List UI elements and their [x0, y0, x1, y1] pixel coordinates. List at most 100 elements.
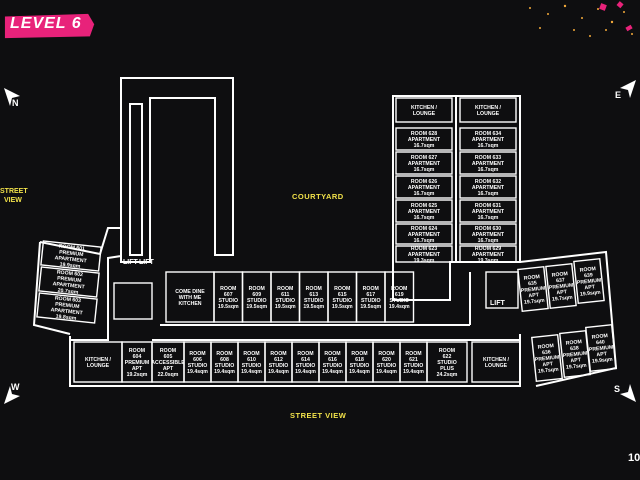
room-text: ROOM	[189, 351, 205, 357]
room-text: APARTMENT	[54, 255, 87, 264]
south-kitchen-east: KITCHEN /LOUNGE	[471, 341, 521, 383]
east-label: E	[615, 90, 622, 100]
room-text: 605	[164, 354, 173, 360]
room-text: ROOM 628	[411, 131, 437, 137]
room-text: ROOM 633	[475, 155, 501, 161]
side-street-label-line2: VIEW	[4, 197, 22, 204]
room-text: 619	[395, 292, 404, 298]
room-text: ROOM	[129, 348, 145, 354]
room-text: ROOM 601	[58, 243, 85, 252]
lift-label-1: LIFT	[123, 259, 138, 266]
room-text: STUDIO	[389, 298, 409, 304]
room-text: PREMIUM	[577, 278, 602, 287]
room-text: ROOM	[216, 351, 232, 357]
room-text: PREMIUM	[57, 276, 82, 285]
room-text: 16.7sqm	[414, 215, 435, 221]
north-tower-core	[129, 103, 143, 256]
room-text: ROOM	[334, 286, 350, 292]
room-text: 640	[596, 339, 605, 346]
room-text: 606	[193, 357, 202, 363]
room-text: PREMIUM	[125, 360, 150, 366]
lift-label-3: LIFT	[490, 300, 505, 307]
room-text: 19.4sqm	[214, 369, 235, 375]
room-text: ROOM 632	[475, 179, 501, 185]
room-text: KITCHEN /	[475, 105, 501, 111]
room-text: APARTMENT	[472, 137, 505, 143]
room-text: STUDIO	[247, 298, 267, 304]
north-label: N	[12, 98, 19, 108]
room-text: STUDIO	[404, 363, 424, 369]
room-text: 613	[309, 292, 318, 298]
room-text: APARTMENT	[472, 232, 505, 238]
room-text: ROOM	[297, 351, 313, 357]
room-text: ROOM	[537, 343, 554, 351]
room-text: ROOM	[391, 286, 407, 292]
room-text: APT	[570, 357, 582, 364]
south-kitchen-west: KITCHEN /LOUNGE	[73, 341, 123, 383]
room-text: 610	[247, 357, 256, 363]
room-text: APARTMENT	[408, 161, 441, 167]
room-text: 614	[301, 357, 310, 363]
room-text: 19.4sqm	[187, 369, 208, 375]
west-stair	[113, 282, 153, 320]
room-text: ACCESSIBLE	[151, 360, 185, 366]
room-text: APARTMENT	[52, 281, 85, 290]
room-text: 22.0sqm	[158, 372, 179, 378]
room-text: 19.3sqm	[414, 258, 435, 264]
courtyard-label: COURTYARD	[292, 192, 344, 201]
room-text: 19.2sqm	[127, 372, 148, 378]
room-text: APARTMENT	[472, 161, 505, 167]
room-text: PREMIUM	[563, 351, 588, 360]
room-text: 19.5sqm	[303, 304, 324, 310]
room-text: 19.4sqm	[295, 369, 316, 375]
room-text: 620	[382, 357, 391, 363]
room-text: KITCHEN /	[483, 357, 509, 363]
room-text: APARTMENT	[408, 137, 441, 143]
room-text: ROOM	[405, 351, 421, 357]
room-text: STUDIO	[377, 363, 397, 369]
room-text: APT	[596, 351, 608, 358]
room-text: 637	[556, 277, 565, 284]
room-text: ROOM	[439, 348, 455, 354]
room-text: 19.4sqm	[403, 369, 424, 375]
room-text: 19.4sqm	[268, 369, 289, 375]
room-text: 19.4sqm	[349, 369, 370, 375]
room-text: 635	[528, 280, 537, 287]
room-text: 19.7sqm	[552, 295, 574, 303]
room-text: 19.7sqm	[538, 367, 560, 375]
room-text: STUDIO	[215, 363, 235, 369]
room-text: APARTMENT	[472, 252, 505, 258]
room-text: APT	[542, 361, 554, 368]
room-text: APARTMENT	[472, 209, 505, 215]
room-text: ROOM	[220, 286, 236, 292]
room-text: 19.4sqm	[241, 369, 262, 375]
street-view-label: STREET VIEW	[290, 411, 347, 420]
room-text: 19.7sqm	[524, 298, 546, 306]
